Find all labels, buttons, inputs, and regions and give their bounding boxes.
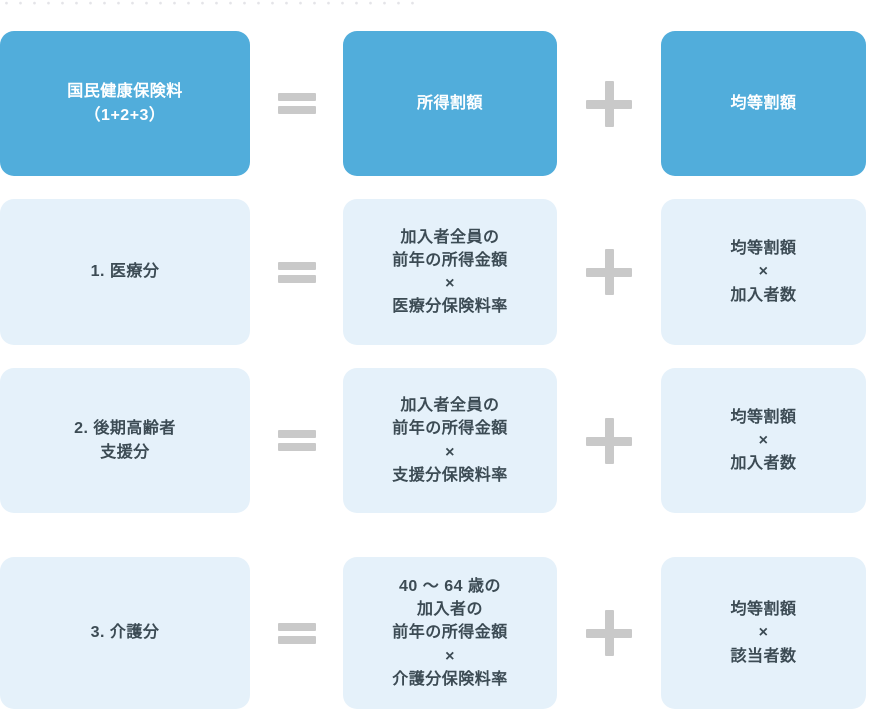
equals-icon [277, 261, 316, 283]
row-elderly-support-term-left: 2. 後期高齢者 支援分 [0, 368, 250, 513]
row-medical-term-right: 均等割額 × 加入者数 [661, 199, 866, 345]
plus-icon [586, 249, 632, 295]
formula-row-nursing-care: 3. 介護分 40 〜 64 歳の 加入者の 前年の所得金額 × 介護分保険料率… [0, 557, 869, 709]
row-medical-term-left: 1. 医療分 [0, 199, 250, 345]
row-elderly-support-term-middle: 加入者全員の 前年の所得金額 × 支援分保険料率 [343, 368, 557, 513]
row-total-term-middle: 所得割額 [343, 31, 557, 176]
row-medical-plus-operator [557, 199, 661, 345]
row-nursing-care-term-middle-label: 40 〜 64 歳の 加入者の 前年の所得金額 × 介護分保険料率 [392, 578, 508, 688]
formula-row-total: 国民健康保険料 （1+2+3） 所得割額 均等割額 [0, 31, 869, 176]
row-medical-term-right-label: 均等割額 × 加入者数 [730, 240, 797, 304]
plus-icon [586, 417, 632, 464]
row-elderly-support-term-middle-label: 加入者全員の 前年の所得金額 × 支援分保険料率 [392, 397, 508, 484]
row-elderly-support-plus-operator [557, 368, 661, 513]
row-medical-term-left-label: 1. 医療分 [90, 263, 160, 281]
row-nursing-care-term-right-label: 均等割額 × 該当者数 [730, 601, 797, 665]
row-total-plus-operator [557, 31, 661, 176]
row-total-term-middle-label: 所得割額 [416, 94, 483, 112]
row-total-term-right: 均等割額 [661, 31, 866, 176]
top-clipped-text: ・・・・・・・・・・・・・・・・・・・・・・・・・・・・・・ [0, 0, 421, 11]
row-nursing-care-term-left: 3. 介護分 [0, 557, 250, 709]
row-elderly-support-term-right-label: 均等割額 × 加入者数 [730, 408, 797, 473]
row-nursing-care-equals-operator [250, 557, 343, 709]
row-total-equals-operator [250, 31, 343, 176]
row-nursing-care-term-left-label: 3. 介護分 [90, 624, 160, 642]
equals-icon [277, 430, 316, 451]
row-elderly-support-term-right: 均等割額 × 加入者数 [661, 368, 866, 513]
row-total-term-left-label: 国民健康保険料 （1+2+3） [67, 83, 183, 124]
row-nursing-care-plus-operator [557, 557, 661, 709]
plus-icon [586, 80, 632, 127]
row-medical-equals-operator [250, 199, 343, 345]
row-elderly-support-term-left-label: 2. 後期高齢者 支援分 [74, 420, 176, 461]
row-total-term-right-label: 均等割額 [730, 94, 797, 112]
top-clipped-text-strip: ・・・・・・・・・・・・・・・・・・・・・・・・・・・・・・ [0, 0, 869, 12]
row-total-term-left: 国民健康保険料 （1+2+3） [0, 31, 250, 176]
row-nursing-care-term-middle: 40 〜 64 歳の 加入者の 前年の所得金額 × 介護分保険料率 [343, 557, 557, 709]
row-medical-term-middle-label: 加入者全員の 前年の所得金額 × 医療分保険料率 [392, 228, 508, 316]
formula-row-medical: 1. 医療分 加入者全員の 前年の所得金額 × 医療分保険料率 均等割額 × 加… [0, 199, 869, 345]
row-medical-term-middle: 加入者全員の 前年の所得金額 × 医療分保険料率 [343, 199, 557, 345]
plus-icon [586, 610, 632, 656]
row-elderly-support-equals-operator [250, 368, 343, 513]
formula-row-elderly-support: 2. 後期高齢者 支援分 加入者全員の 前年の所得金額 × 支援分保険料率 均等… [0, 368, 869, 513]
equals-icon [277, 93, 316, 114]
equals-icon [277, 622, 316, 644]
row-nursing-care-term-right: 均等割額 × 該当者数 [661, 557, 866, 709]
